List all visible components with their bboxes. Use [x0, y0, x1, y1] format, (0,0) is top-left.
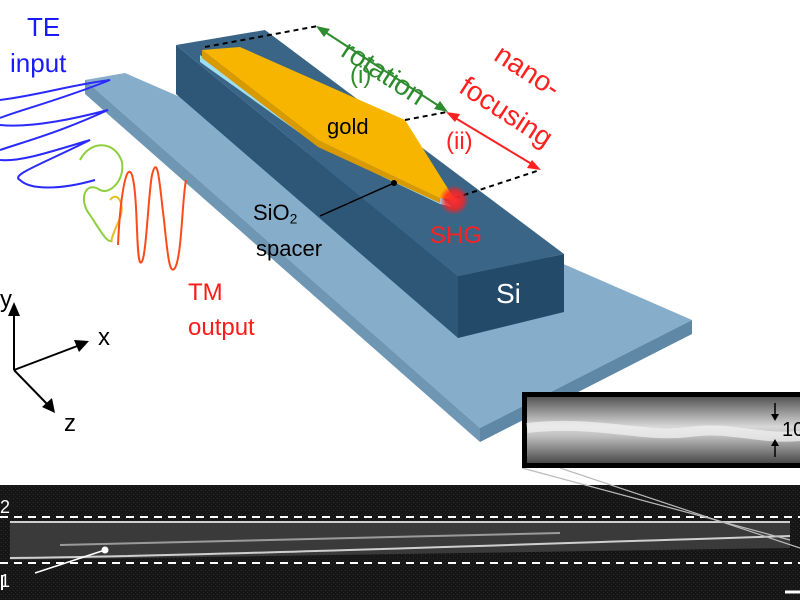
sem-image — [0, 485, 800, 600]
shg-label: SHG — [430, 222, 483, 249]
gold-label: gold — [327, 114, 369, 139]
axis-z-label: z — [64, 410, 76, 437]
transition-wave — [79, 144, 124, 242]
spacer-label: spacer — [256, 236, 323, 261]
coordinate-axes — [8, 302, 89, 413]
gold-top-face — [202, 47, 455, 200]
tm-label-line2: output — [188, 314, 255, 341]
axis-x-label: x — [98, 324, 110, 351]
rotation-arrow — [316, 26, 448, 112]
tm-label-line1: TM — [188, 279, 223, 306]
zoom-connector — [521, 467, 800, 549]
gold-side-face — [202, 50, 440, 203]
sem-label-top: 2 — [0, 497, 11, 517]
sio2-label: SiO2 — [253, 202, 297, 226]
ref-line-mid — [404, 111, 448, 121]
si-left-face — [176, 45, 458, 338]
step-ii-label: (ii) — [446, 128, 473, 155]
axis-y-label: y — [0, 286, 12, 313]
ref-line-top — [204, 25, 319, 48]
si-front-face — [458, 254, 564, 338]
ref-line-bottom — [454, 169, 541, 199]
nanofocusing-arrow — [446, 112, 541, 170]
inset-zoom — [522, 392, 800, 468]
step-i-label: (i) — [350, 62, 372, 89]
gold-taper — [202, 47, 455, 203]
inset-scale-label: 10 — [782, 419, 800, 441]
si-label: Si — [496, 278, 521, 309]
sio2-pointer — [319, 180, 397, 217]
sio2-label-main: SiO — [253, 200, 290, 225]
reference-lines — [204, 25, 541, 199]
tm-output-wave — [117, 166, 187, 271]
sio2-label-subscript: 2 — [289, 211, 298, 227]
te-label-line1: TE — [27, 12, 61, 42]
sem-label-bottom: 1 — [0, 571, 11, 591]
te-label-line2: input — [10, 48, 67, 78]
shg-spot — [439, 185, 469, 215]
te-input-wave — [0, 79, 111, 189]
substrate-left-edge — [85, 80, 480, 442]
